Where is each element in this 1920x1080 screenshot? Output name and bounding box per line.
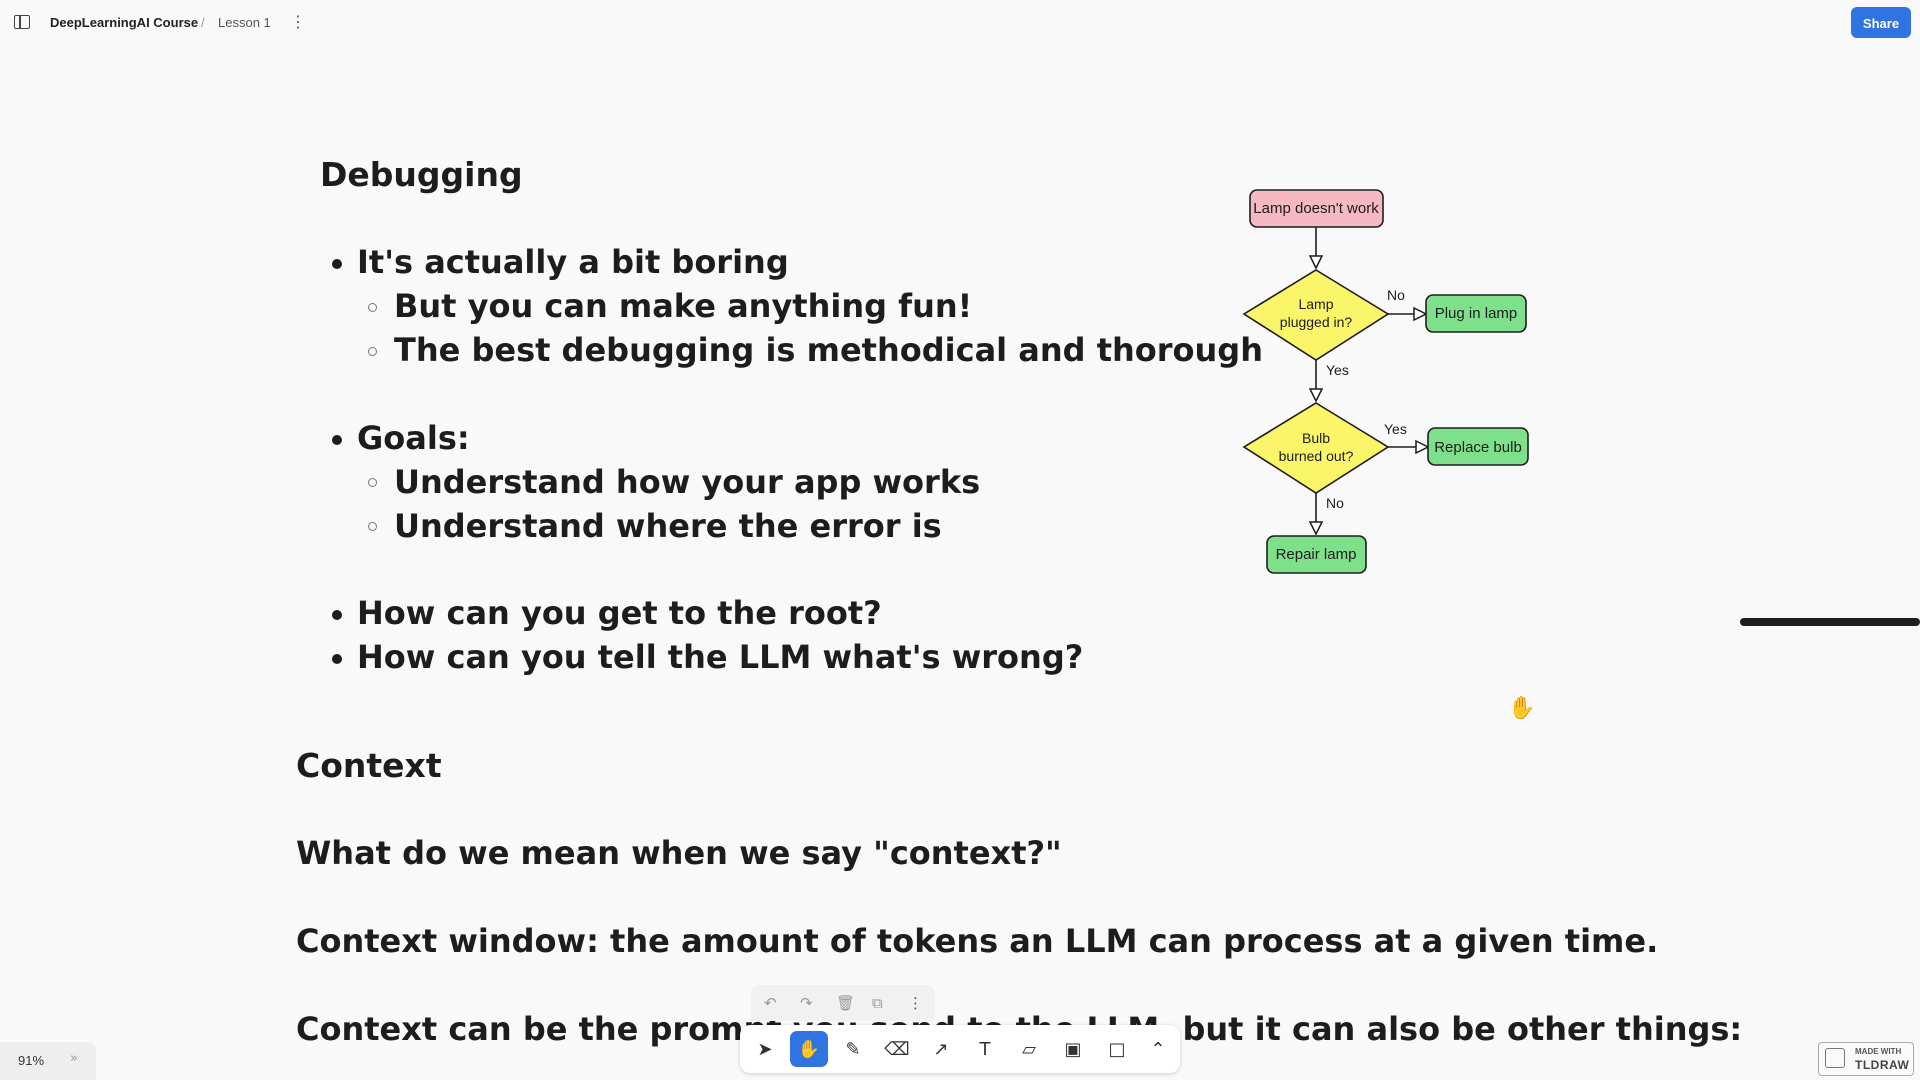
decision-plugged-in[interactable]	[1242, 269, 1390, 361]
action-replace-bulb[interactable]	[1427, 427, 1529, 466]
edge-label-no: No	[1326, 495, 1344, 511]
hand-cursor-icon: ✋	[1508, 696, 1536, 721]
context-question: What do we mean when we say "context?"	[296, 834, 1062, 872]
decision-label-line1: Lamp	[1298, 296, 1333, 312]
context-window-definition: Context window: the amount of tokens an …	[296, 922, 1659, 960]
sidebar-toggle-icon[interactable]	[14, 15, 30, 29]
edge-label-yes: Yes	[1384, 421, 1407, 437]
sub-bullet-item: But you can make anything fun!	[394, 287, 973, 325]
start-node[interactable]	[1249, 189, 1384, 228]
edge-label-yes: Yes	[1326, 362, 1349, 378]
expand-menu-icon[interactable]: »	[70, 1051, 78, 1066]
draw-tool-icon[interactable]: ✎	[845, 1038, 861, 1060]
history-toolbar: ↶ ↷ 🗑 ⧉ ⋮	[751, 985, 935, 1021]
bullet-item: How can you tell the LLM what's wrong?	[357, 638, 1084, 676]
bullet-dot	[332, 435, 342, 445]
sub-bullet-item: Understand where the error is	[394, 507, 942, 545]
action-label: Replace bulb	[1434, 439, 1522, 456]
more-options-icon[interactable]: ⋮	[290, 12, 306, 31]
decision-bulb-burned-out[interactable]	[1242, 402, 1390, 494]
more-actions-icon[interactable]: ⋮	[908, 994, 923, 1012]
start-node-label: Lamp doesn't work	[1253, 200, 1379, 217]
bullet-item: How can you get to the root?	[357, 594, 882, 632]
canvas-stroke-line[interactable]	[1740, 618, 1920, 626]
hand-tool-icon[interactable]: ✋	[790, 1031, 828, 1067]
bullet-item: Goals:	[357, 419, 470, 457]
duplicate-icon[interactable]: ⧉	[872, 994, 883, 1012]
select-tool-icon[interactable]: ➤	[757, 1038, 773, 1060]
action-label: Plug in lamp	[1435, 305, 1518, 322]
sub-bullet-item: The best debugging is methodical and tho…	[394, 331, 1263, 369]
bullet-dot	[332, 259, 342, 269]
bullet-dot	[332, 610, 342, 620]
edge-label-no: No	[1387, 287, 1405, 303]
decision-label-line1: Bulb	[1302, 430, 1330, 446]
rectangle-tool-icon[interactable]: □	[1108, 1038, 1126, 1060]
breadcrumb-lesson[interactable]: Lesson 1	[218, 15, 271, 30]
text-tool-icon[interactable]: T	[979, 1038, 991, 1060]
note-tool-icon[interactable]: ▱	[1022, 1038, 1036, 1060]
breadcrumb-course[interactable]: DeepLearningAI Course	[50, 15, 199, 30]
badge-line2: TLDRAW	[1855, 1058, 1910, 1072]
sub-bullet-circle	[368, 522, 377, 531]
flowchart: Lamp doesn't work Lamp plugged in? No Ye…	[1242, 189, 1529, 574]
tldraw-logo-icon	[1825, 1048, 1845, 1068]
breadcrumb-separator: /	[201, 15, 205, 30]
sub-bullet-item: Understand how your app works	[394, 463, 981, 501]
undo-icon[interactable]: ↶	[764, 994, 777, 1012]
action-plug-in-lamp[interactable]	[1425, 294, 1527, 333]
redo-icon[interactable]: ↷	[800, 994, 813, 1012]
tool-toolbar: ➤ ✋ ✎ ⌫ ↗ T ▱ ▣ □ ⌃	[740, 1025, 1180, 1073]
more-tools-icon[interactable]: ⌃	[1150, 1038, 1166, 1060]
bullet-item: It's actually a bit boring	[357, 243, 789, 281]
share-button[interactable]: Share	[1851, 7, 1911, 38]
bullet-dot	[332, 654, 342, 664]
decision-label-line2: plugged in?	[1280, 314, 1353, 330]
badge-line1: MADE WITH	[1855, 1047, 1902, 1056]
arrow-tool-icon[interactable]: ↗	[933, 1038, 949, 1060]
action-repair-lamp[interactable]	[1266, 535, 1367, 574]
sub-bullet-circle	[368, 347, 377, 356]
zoom-control[interactable]: 91% »	[0, 1042, 96, 1080]
top-bar: DeepLearningAI Course / Lesson 1 ⋮ Share	[0, 0, 1920, 46]
delete-icon[interactable]: 🗑	[836, 994, 856, 1012]
debugging-title: Debugging	[320, 155, 523, 194]
media-tool-icon[interactable]: ▣	[1064, 1038, 1082, 1060]
context-title: Context	[296, 746, 442, 785]
sub-bullet-circle	[368, 478, 377, 487]
eraser-tool-icon[interactable]: ⌫	[884, 1038, 910, 1060]
zoom-level[interactable]: 91%	[18, 1053, 45, 1068]
action-label: Repair lamp	[1276, 546, 1357, 563]
decision-label-line2: burned out?	[1279, 448, 1354, 464]
made-with-tldraw-badge[interactable]: MADE WITH TLDRAW	[1818, 1042, 1914, 1076]
sub-bullet-circle	[368, 303, 377, 312]
